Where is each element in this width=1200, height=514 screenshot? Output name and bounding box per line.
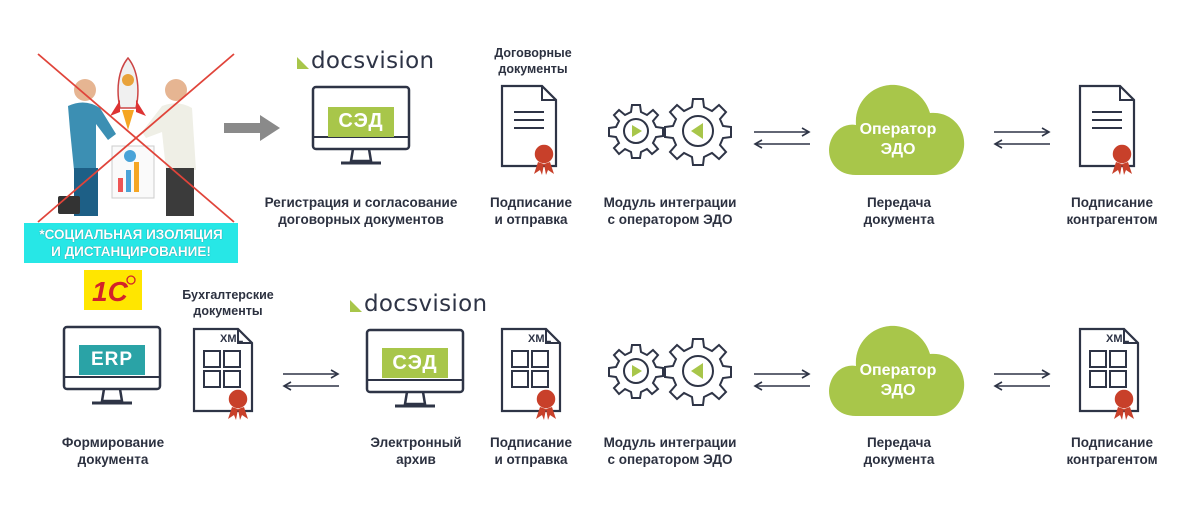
cloud-icon [829, 325, 965, 416]
banner-line-1: *СОЦИАЛЬНАЯ ИЗОЛЯЦИЯ [39, 227, 223, 242]
sed-label-row2: СЭД [392, 352, 438, 374]
caption-transfer-row1: Передача документа [863, 195, 935, 227]
isolation-banner: *СОЦИАЛЬНАЯ ИЗОЛЯЦИЯ И ДИСТАНЦИРОВАНИЕ! [24, 223, 238, 263]
cloud-icon [829, 84, 965, 175]
caption-archive: Электронный архив [370, 435, 462, 467]
monitor-icon [311, 85, 411, 165]
signed-document-icon [1078, 84, 1136, 175]
banner-line-2: И ДИСТАНЦИРОВАНИЕ! [51, 244, 211, 259]
rocket-icon [110, 56, 146, 130]
xml-label: XML [528, 333, 552, 345]
caption-signing-row1: Подписание и отправка [490, 195, 572, 227]
businessman-left [58, 79, 116, 216]
bidirectional-arrows-icon [993, 127, 1051, 149]
1c-logo: 1С [84, 270, 142, 310]
caption-transfer-row2: Передача документа [863, 435, 935, 467]
xml-label: XML [1106, 333, 1130, 345]
caption-counterparty-row2: Подписание контрагентом [1066, 435, 1158, 467]
xml-document-icon [500, 327, 562, 420]
docsvision-logo-row1: docsvision [311, 48, 435, 74]
caption-signing-row2: Подписание и отправка [490, 435, 572, 467]
xml-document-icon [1078, 327, 1140, 420]
signed-document-icon [500, 84, 558, 175]
businessman-right [142, 79, 196, 216]
bidirectional-arrows-icon [753, 127, 811, 149]
cloud-label-row2: Оператор ЭДО [859, 362, 937, 399]
1c-logo-icon: 1С [92, 275, 136, 307]
grey-arrow-icon [224, 115, 280, 141]
label-accounting-documents: Бухгалтерские документы [182, 288, 274, 318]
cloud-label-row1: Оператор ЭДО [859, 121, 937, 158]
docsvision-logo-row2: docsvision [364, 291, 488, 317]
caption-module-row1: Модуль интеграции с оператором ЭДО [603, 195, 737, 227]
gears-icon [608, 338, 732, 406]
bidirectional-arrows-icon [282, 369, 340, 391]
bidirectional-arrows-icon [753, 369, 811, 391]
1c-logo-text: 1С [92, 276, 129, 307]
xml-document-icon [192, 327, 254, 420]
handshake-illustration [37, 53, 235, 223]
monitor-icon [62, 325, 162, 405]
docsvision-logo-mark [297, 57, 309, 69]
label-contract-documents: Договорные документы [494, 46, 572, 76]
sed-label-row1: СЭД [338, 110, 384, 132]
xml-label: XML [220, 333, 244, 345]
caption-module-row2: Модуль интеграции с оператором ЭДО [603, 435, 737, 467]
caption-erp: Формирование документа [61, 435, 165, 467]
monitor-icon [365, 328, 465, 408]
docsvision-logo-mark [350, 300, 362, 312]
erp-label: ERP [90, 349, 134, 370]
caption-sed-registration: Регистрация и согласование договорных до… [264, 195, 458, 227]
caption-counterparty-row1: Подписание контрагентом [1066, 195, 1158, 227]
bidirectional-arrows-icon [993, 369, 1051, 391]
gears-icon [608, 98, 732, 166]
